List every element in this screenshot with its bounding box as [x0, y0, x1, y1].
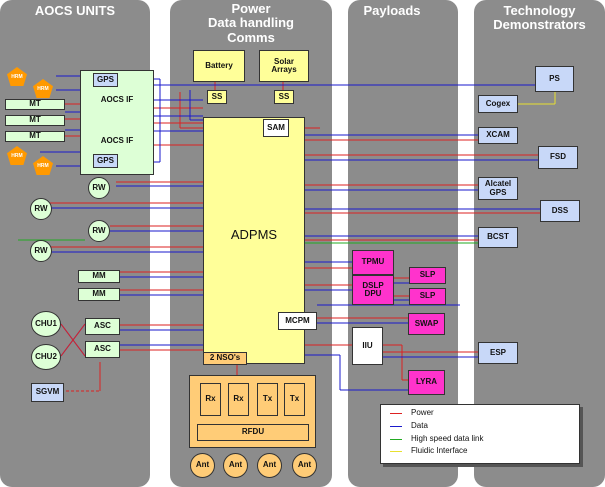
tpmu-unit: TPMU [352, 250, 394, 275]
legend-fluidic-swatch [390, 451, 402, 452]
chu1-unit: CHU1 [31, 311, 61, 337]
lyra-unit: LYRA [408, 370, 445, 395]
solar-arrays-unit: Solar Arrays [259, 50, 309, 82]
battery-unit: Battery [193, 50, 245, 82]
hrm-sensor-3-label: HRM [11, 152, 23, 159]
mm-unit-2: MM [78, 288, 120, 301]
dss-unit: DSS [540, 200, 580, 222]
legend-data-swatch [390, 426, 402, 427]
hrm-sensor-2-label: HRM [37, 85, 49, 92]
legend-fluidic: Fluidic Interface [390, 446, 468, 455]
antenna-1: Ant [190, 453, 215, 478]
tx-transmitter-2: Tx [284, 383, 305, 416]
ps-unit: PS [535, 66, 574, 92]
esp-unit: ESP [478, 342, 518, 364]
reaction-wheel-2: RW [30, 198, 52, 220]
reaction-wheel-4: RW [30, 240, 52, 262]
hrm-sensor-1: HRM [7, 67, 27, 86]
mt-unit-1: MT [5, 99, 65, 110]
antenna-4: Ant [292, 453, 317, 478]
legend-data-label: Data [411, 421, 428, 430]
iiu-unit: IIU [352, 327, 383, 365]
alcatel-gps-unit: Alcatel GPS [478, 177, 518, 200]
power-lines [50, 82, 540, 392]
chu-asc-cross-links [60, 323, 86, 357]
hrm-sensor-2: HRM [33, 79, 53, 98]
legend: Power Data High speed data link Fluidic … [380, 404, 580, 464]
rx-receiver-1: Rx [200, 383, 221, 416]
legend-hsdl-label: High speed data link [411, 434, 484, 443]
slp-unit-2: SLP [409, 288, 446, 305]
tx-transmitter-1: Tx [257, 383, 278, 416]
swap-unit: SWAP [408, 313, 445, 335]
hrm-sensor-4-label: HRM [37, 162, 49, 169]
antenna-2: Ant [223, 453, 248, 478]
tech-title-line2: Demonstrators [493, 17, 586, 33]
mcpm-unit: MCPM [278, 312, 317, 330]
solar-arrays-line1: Solar [273, 56, 294, 66]
sam-unit: SAM [263, 119, 289, 137]
tech-title-line1: Technology [503, 3, 576, 18]
sun-sensor-2: SS [274, 90, 294, 104]
adpms-label: ADPMS [230, 227, 278, 243]
solar-arrays-line2: Arrays [271, 65, 297, 74]
cogex-unit: Cogex [478, 95, 518, 113]
xcam-unit: XCAM [478, 127, 518, 144]
legend-hsdl-swatch [390, 439, 402, 440]
legend-power: Power [390, 408, 434, 417]
mt-unit-2: MT [5, 115, 65, 126]
asc-unit-2: ASC [85, 341, 120, 358]
dslp-dpu-unit: DSLP DPU [352, 275, 394, 305]
high-speed-data-links [18, 239, 478, 244]
aocs-if-label-bottom: AOCS IF [100, 135, 134, 145]
reaction-wheel-1: RW [88, 177, 110, 199]
alcatel-gps-line2: GPS [489, 187, 507, 197]
fsd-unit: FSD [538, 146, 578, 169]
mt-unit-3: MT [5, 131, 65, 142]
antenna-3: Ant [257, 453, 282, 478]
legend-power-swatch [390, 413, 402, 414]
hrm-sensor-3: HRM [7, 146, 27, 165]
data-lines [40, 75, 540, 391]
hrm-sensor-1-label: HRM [11, 73, 23, 80]
asc-unit-1: ASC [85, 318, 120, 335]
sun-sensor-1: SS [207, 90, 227, 104]
sgvm-unit: SGVM [31, 383, 64, 402]
chu2-unit: CHU2 [31, 344, 61, 370]
tech-panel-title: Technology Demonstrators [474, 3, 605, 33]
hrm-sensor-4: HRM [33, 156, 53, 175]
power-title-line1: Power [231, 1, 271, 16]
legend-data: Data [390, 421, 428, 430]
dslp-dpu-line2: DPU [364, 289, 382, 298]
slp-unit-1: SLP [409, 267, 446, 284]
payloads-panel-title: Payloads [363, 3, 421, 18]
legend-fluidic-label: Fluidic Interface [411, 446, 468, 455]
gps-receiver-bottom: GPS [93, 154, 118, 168]
legend-power-label: Power [411, 408, 434, 417]
dslp-dpu-line1: DSLP [362, 280, 384, 290]
alcatel-gps-line1: Alcatel [484, 179, 512, 189]
rx-receiver-2: Rx [228, 383, 249, 416]
fluidic-interfaces [518, 92, 556, 105]
power-panel-title: Power Data handling Comms [170, 1, 332, 45]
aocs-panel-title: AOCS UNITS [34, 3, 116, 18]
reaction-wheel-3: RW [88, 220, 110, 242]
gps-receiver-top: GPS [93, 73, 118, 87]
power-title-line3: Comms [227, 29, 275, 45]
power-title-line2: Data handling [208, 15, 294, 31]
legend-hsdl: High speed data link [390, 434, 484, 443]
aocs-if-label-top: AOCS IF [100, 94, 134, 104]
bcst-unit: BCST [478, 227, 518, 248]
rfdu-unit: RFDU [197, 424, 309, 441]
nso-unit: 2 NSO's [203, 352, 247, 365]
mm-unit-1: MM [78, 270, 120, 283]
